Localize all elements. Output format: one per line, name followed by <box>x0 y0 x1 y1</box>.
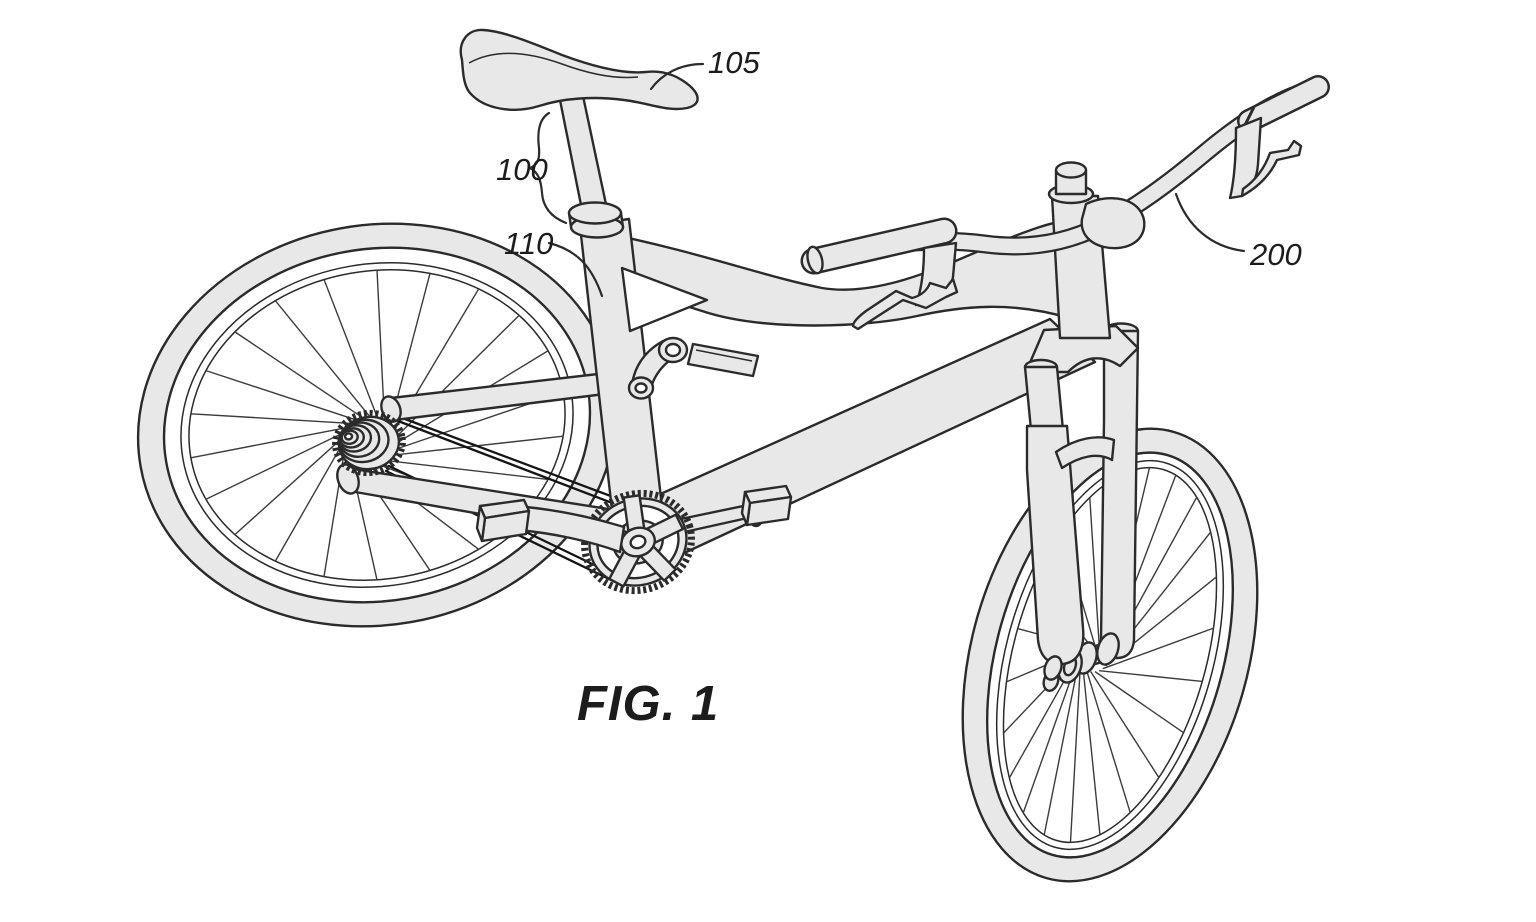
label-100: 100 <box>496 152 548 187</box>
seat-post <box>558 94 609 217</box>
handlebar <box>800 75 1330 331</box>
rear-brake-lever <box>1228 116 1303 200</box>
right-grip <box>1239 77 1328 131</box>
seat-clamp <box>567 201 623 225</box>
near-fork-leg <box>1023 365 1065 432</box>
leader-200 <box>1174 192 1246 253</box>
front-hub <box>1042 632 1120 692</box>
label-200: 200 <box>1249 237 1302 272</box>
cassette <box>332 409 406 477</box>
stem <box>1080 196 1146 250</box>
cassette-teeth <box>332 409 406 477</box>
rear-axle-hole <box>343 432 354 441</box>
brace-100 <box>527 111 568 225</box>
chainring-teeth <box>581 489 695 595</box>
seat-assembly <box>459 28 699 239</box>
saddle-seam <box>468 52 639 79</box>
leader-110 <box>547 241 604 298</box>
label-110: 110 <box>504 226 553 261</box>
fork-arch <box>1054 436 1116 470</box>
frame-cutout <box>620 266 709 333</box>
crankset <box>475 489 695 595</box>
left-grip-end <box>806 245 824 275</box>
leader-105 <box>649 62 705 91</box>
front-fork <box>1023 322 1140 692</box>
reference-labels: 105 100 110 200 <box>496 45 1302 298</box>
left-grip <box>803 220 955 272</box>
front-rim <box>995 459 1225 851</box>
far-fork-leg <box>1099 329 1140 660</box>
shock-line <box>695 349 753 362</box>
right-crank-pedal <box>674 484 793 535</box>
front-brake-lever <box>851 241 959 331</box>
left-pedal <box>475 498 531 543</box>
front-dropout <box>1043 655 1063 681</box>
figure-caption: FIG. 1 <box>577 677 719 731</box>
label-105: 105 <box>708 45 760 80</box>
